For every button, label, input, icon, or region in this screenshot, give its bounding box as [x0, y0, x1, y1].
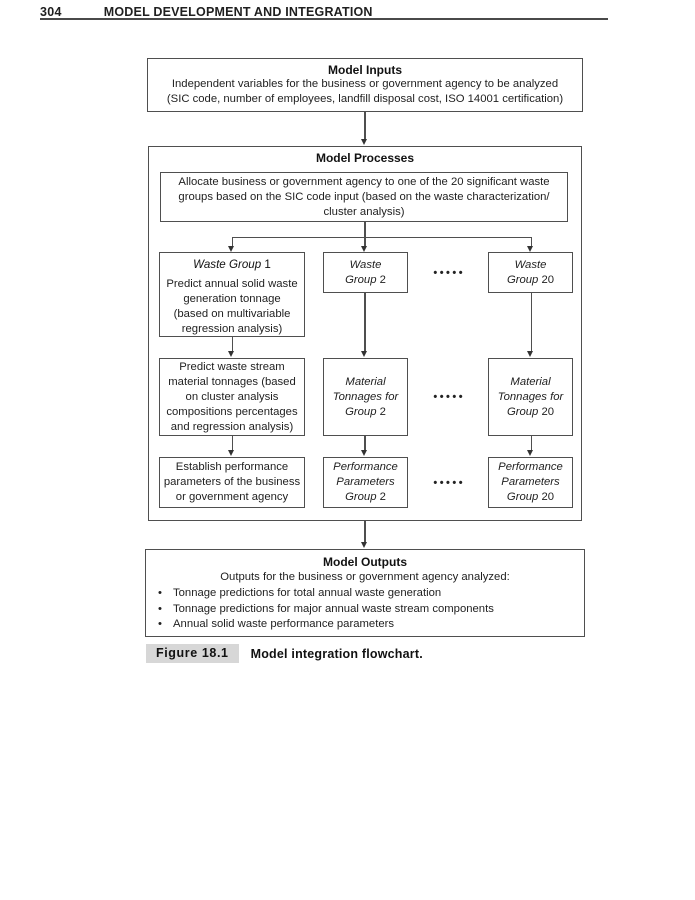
model-inputs-box: Model Inputs Independent variables for t…: [147, 58, 583, 112]
connector-processes-to-outputs: [364, 521, 366, 542]
arrowhead-r2-r3-col1: [228, 450, 235, 456]
material-tonnages-group-20-box: Material Tonnages for Group 20: [488, 358, 573, 436]
waste-group-1-body: Predict annual solid waste generation to…: [166, 278, 298, 335]
bullet-icon: •: [158, 587, 162, 599]
material-tonnages-group-2-label: Material Tonnages for Group 2: [332, 375, 399, 418]
predict-waste-stream-text: Predict waste stream material tonnages (…: [166, 360, 298, 433]
predict-waste-stream-box: Predict waste stream material tonnages (…: [159, 358, 305, 436]
performance-parameters-group-20-box: Performance Parameters Group 20: [488, 457, 573, 508]
performance-parameters-group-20-label: Performance Parameters Group 20: [498, 461, 563, 503]
model-inputs-title: Model Inputs: [328, 63, 402, 77]
figure-caption: Figure 18.1 Model integration flowchart.: [146, 644, 423, 663]
list-item: • Tonnage predictions for major annual w…: [158, 602, 584, 618]
performance-parameters-group-2-label: Performance Parameters Group 2: [333, 461, 398, 503]
arrowhead-branch-col2: [361, 245, 367, 252]
connector-branch-line: [231, 237, 532, 239]
arrowhead-r2-r3-col2: [361, 450, 367, 456]
connector-inputs-to-processes: [364, 111, 366, 139]
connector-r1-r2-col1: [231, 337, 233, 351]
connector-r1-r2-col2: [364, 293, 366, 351]
establish-performance-box: Establish performance parameters of the …: [159, 457, 305, 508]
arrowhead-branch-col1: [228, 245, 235, 252]
waste-group-20-label: Waste Group 20: [506, 258, 555, 286]
waste-group-2-label: Waste Group 2: [345, 258, 386, 286]
arrowhead-inputs-to-processes: [361, 139, 367, 145]
bullet-icon: •: [158, 618, 162, 630]
material-tonnages-group-20-label: Material Tonnages for Group 20: [497, 375, 564, 418]
list-item: • Annual solid waste performance paramet…: [158, 617, 584, 633]
ellipsis-dots-row1: •••••: [433, 266, 466, 279]
waste-group-2-box: Waste Group 2: [323, 252, 408, 293]
list-item-text: Tonnage predictions for total annual was…: [173, 587, 442, 599]
performance-parameters-group-2-box: Performance Parameters Group 2: [323, 457, 408, 508]
waste-group-20-box: Waste Group 20: [488, 252, 573, 293]
model-outputs-intro: Outputs for the business or government a…: [220, 571, 510, 583]
list-item-text: Tonnage predictions for major annual was…: [173, 602, 494, 615]
connector-branch-col1: [231, 237, 233, 246]
arrowhead-r2-r3-col20: [527, 450, 534, 456]
list-item: • Tonnage predictions for total annual w…: [158, 586, 584, 602]
arrowhead-processes-to-outputs: [361, 542, 367, 548]
running-head-title: MODEL DEVELOPMENT AND INTEGRATION: [103, 5, 373, 19]
model-processes-title: Model Processes: [315, 151, 415, 165]
allocate-text: Allocate business or government agency t…: [178, 175, 550, 218]
connector-r2-r3-col1: [231, 436, 233, 450]
model-inputs-body: Independent variables for the business o…: [166, 78, 564, 105]
page-number: 304: [40, 5, 62, 19]
connector-r2-r3-col20: [530, 436, 532, 450]
ellipsis-dots-row3: •••••: [433, 476, 466, 489]
header-rule: [40, 18, 608, 20]
model-outputs-box: Model Outputs Outputs for the business o…: [145, 549, 585, 637]
material-tonnages-group-2-box: Material Tonnages for Group 2: [323, 358, 408, 436]
arrowhead-r1-r2-col1: [228, 351, 235, 357]
arrowhead-branch-col20: [527, 245, 534, 252]
connector-r2-r3-col2: [364, 436, 366, 450]
ellipsis-dots-row2: •••••: [433, 391, 466, 403]
connector-allocate-stem: [364, 222, 366, 237]
list-item-text: Annual solid waste performance parameter…: [173, 618, 395, 630]
connector-r1-r2-col20: [530, 293, 532, 351]
model-outputs-list: • Tonnage predictions for total annual w…: [146, 585, 584, 633]
figure-label-badge: Figure 18.1: [146, 644, 239, 663]
connector-branch-col2: [364, 237, 366, 246]
waste-group-1-title: Waste Group 1: [193, 258, 271, 271]
connector-branch-col20: [530, 237, 532, 246]
allocate-box: Allocate business or government agency t…: [160, 172, 568, 222]
bullet-icon: •: [158, 602, 162, 615]
figure-caption-text: Model integration flowchart.: [250, 646, 423, 661]
arrowhead-r1-r2-col20: [527, 351, 534, 357]
model-outputs-title: Model Outputs: [323, 555, 407, 569]
arrowhead-r1-r2-col2: [361, 351, 367, 357]
waste-group-1-box: Waste Group 1 Predict annual solid waste…: [159, 252, 305, 337]
page-header: 304 MODEL DEVELOPMENT AND INTEGRATION: [40, 5, 608, 19]
establish-performance-text: Establish performance parameters of the …: [163, 461, 301, 503]
